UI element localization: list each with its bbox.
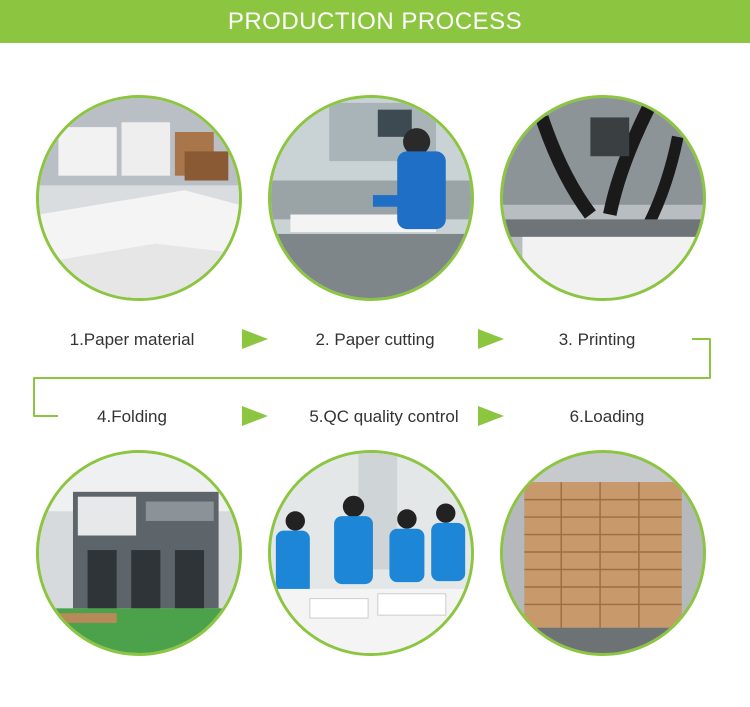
folding-photo — [36, 450, 242, 656]
arrow-right-icon — [242, 406, 268, 426]
qc-photo — [268, 450, 474, 656]
arrow-right-icon — [242, 329, 268, 349]
page-title: PRODUCTION PROCESS — [227, 7, 523, 35]
printing-photo — [500, 95, 706, 301]
step-label-paper-material: 1.Paper material — [69, 330, 195, 349]
step-label-loading: 6.Loading — [569, 407, 645, 426]
loading-photo — [500, 450, 706, 656]
step-label-paper-cutting: 2. Paper cutting — [315, 330, 435, 349]
step-label-qc: 5.QC quality control — [309, 407, 459, 426]
arrow-right-icon — [478, 329, 504, 349]
step-label-folding: 4.Folding — [97, 407, 167, 426]
step-label-printing: 3. Printing — [558, 330, 636, 349]
header-banner: PRODUCTION PROCESS — [0, 0, 750, 43]
arrow-right-icon — [478, 406, 504, 426]
